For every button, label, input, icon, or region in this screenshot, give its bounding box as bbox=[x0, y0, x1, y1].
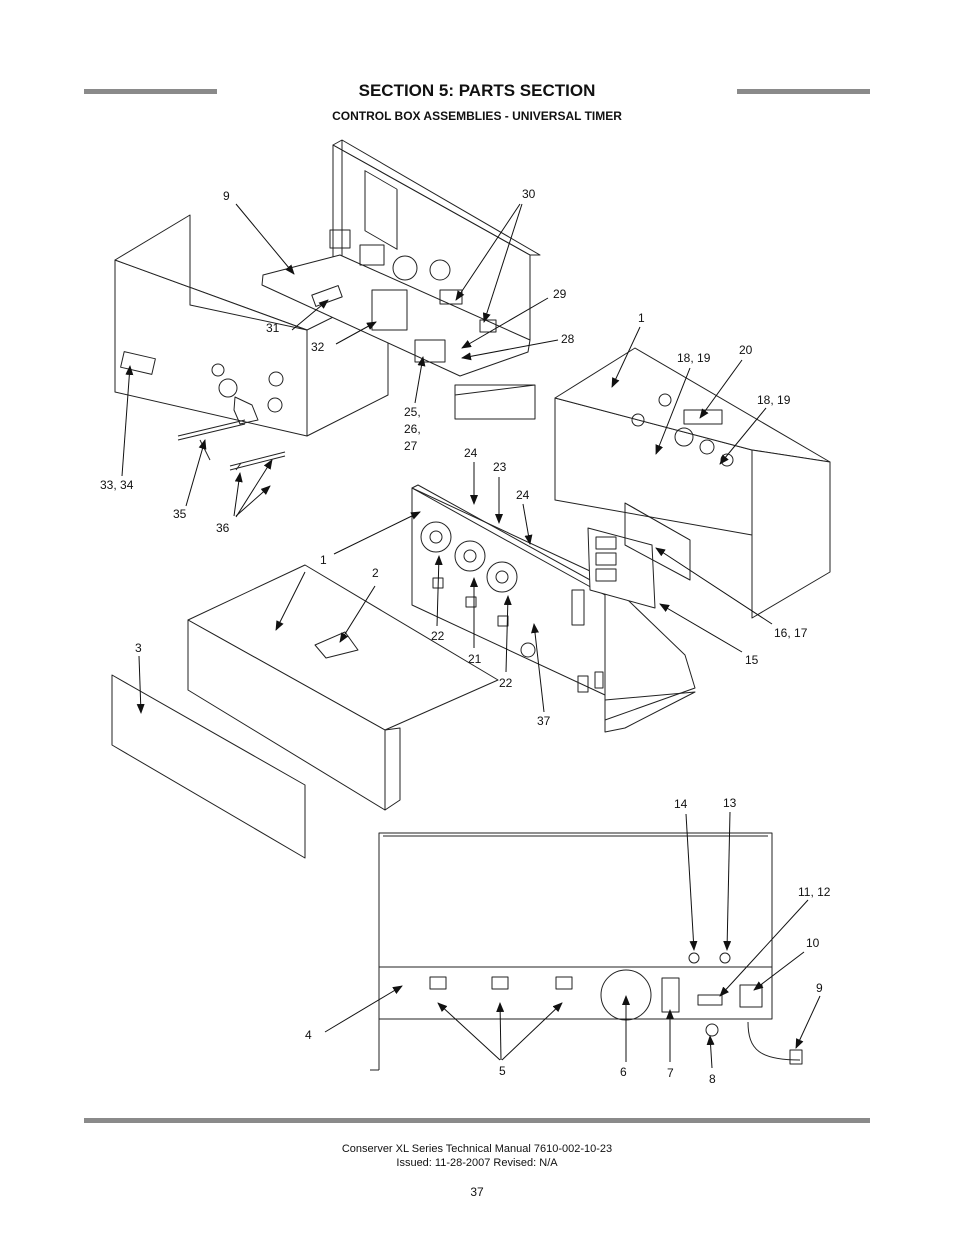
callout-20: 20 bbox=[739, 343, 753, 357]
leader-30b bbox=[482, 203, 523, 323]
callout-3: 3 bbox=[135, 641, 142, 655]
assembled-front-view bbox=[370, 832, 803, 1071]
leader-1819a bbox=[655, 367, 691, 455]
callout-6: 6 bbox=[620, 1065, 627, 1079]
leader-5b bbox=[496, 1002, 505, 1061]
callout-28: 28 bbox=[561, 332, 575, 346]
callout-29: 29 bbox=[553, 287, 567, 301]
callout-8: 8 bbox=[709, 1072, 716, 1086]
callout-23: 23 bbox=[493, 460, 507, 474]
circuit-board bbox=[587, 502, 691, 609]
front-panel bbox=[111, 674, 306, 859]
callout-27: 27 bbox=[404, 439, 418, 453]
leader-3 bbox=[136, 655, 145, 714]
leader-24b bbox=[522, 503, 533, 545]
leader-1112 bbox=[719, 899, 809, 997]
leader-10 bbox=[753, 951, 805, 991]
callout-18-19a: 18, 19 bbox=[677, 351, 711, 365]
front-chassis bbox=[411, 484, 696, 733]
callout-36: 36 bbox=[216, 521, 230, 535]
callout-18-19b: 18, 19 bbox=[757, 393, 791, 407]
callout-9b: 9 bbox=[816, 981, 823, 995]
section-title: SECTION 5: PARTS SECTION bbox=[358, 81, 596, 100]
leader-32 bbox=[335, 321, 377, 345]
callout-25: 25, bbox=[404, 405, 421, 419]
leader-20 bbox=[699, 359, 743, 419]
leader-8 bbox=[706, 1035, 715, 1069]
callout-2: 2 bbox=[372, 566, 379, 580]
callout-21: 21 bbox=[468, 652, 482, 666]
leader-36b bbox=[235, 485, 271, 517]
footer-manual-title: Conserver XL Series Technical Manual 761… bbox=[341, 1143, 613, 1155]
leader-30a bbox=[455, 203, 521, 301]
callout-1a: 1 bbox=[638, 311, 645, 325]
header-rule-left bbox=[84, 89, 217, 94]
leader-13 bbox=[723, 811, 732, 951]
leader-3334 bbox=[121, 365, 134, 477]
callout-24b: 24 bbox=[516, 488, 530, 502]
leader-9a bbox=[235, 203, 295, 275]
footer-issue-date: Issued: 11-28-2007 Revised: N/A bbox=[396, 1157, 558, 1169]
callout-9a: 9 bbox=[223, 189, 230, 203]
leader-35 bbox=[185, 439, 207, 507]
callout-37: 37 bbox=[537, 714, 551, 728]
callout-16-17: 16, 17 bbox=[774, 626, 808, 640]
callout-1b: 1 bbox=[320, 553, 327, 567]
leader-15 bbox=[659, 603, 743, 653]
page-number: 37 bbox=[470, 1185, 484, 1199]
header-rule-right bbox=[737, 89, 870, 94]
leader-1617 bbox=[655, 547, 773, 625]
callout-22a: 22 bbox=[431, 629, 445, 643]
leader-29 bbox=[461, 297, 549, 349]
callout-labels: 9 30 29 28 31 32 25, 26, 27 1 18, 19 20 … bbox=[100, 187, 831, 1086]
callout-33-34: 33, 34 bbox=[100, 478, 134, 492]
leader-25 bbox=[414, 356, 426, 404]
leader-22a bbox=[434, 555, 443, 627]
callout-5: 5 bbox=[499, 1064, 506, 1078]
leader-28 bbox=[461, 339, 559, 361]
leader-1c bbox=[275, 571, 306, 631]
leader-1b bbox=[333, 511, 421, 555]
footer-rule bbox=[84, 1118, 870, 1123]
callout-15: 15 bbox=[745, 653, 759, 667]
leader-22b bbox=[503, 595, 512, 673]
callout-14: 14 bbox=[674, 797, 688, 811]
callout-11-12: 11, 12 bbox=[798, 885, 831, 899]
top-cover bbox=[187, 564, 499, 811]
callout-30: 30 bbox=[522, 187, 536, 201]
leader-5a bbox=[437, 1002, 501, 1061]
screws bbox=[177, 419, 286, 471]
right-side-panel bbox=[554, 347, 831, 619]
leader-1819b bbox=[719, 407, 767, 465]
section-subtitle: CONTROL BOX ASSEMBLIES - UNIVERSAL TIMER bbox=[332, 109, 622, 123]
leader-14 bbox=[685, 813, 698, 951]
callout-32: 32 bbox=[311, 340, 325, 354]
leader-37 bbox=[531, 623, 545, 713]
callout-26: 26, bbox=[404, 422, 421, 436]
leader-lines bbox=[121, 203, 821, 1069]
callout-7: 7 bbox=[667, 1066, 674, 1080]
leader-1a bbox=[611, 326, 641, 388]
callout-24a: 24 bbox=[464, 446, 478, 460]
callout-13: 13 bbox=[723, 796, 737, 810]
callout-35: 35 bbox=[173, 507, 187, 521]
callout-22b: 22 bbox=[499, 676, 513, 690]
leader-36c bbox=[235, 459, 273, 518]
leader-2 bbox=[339, 585, 376, 643]
leader-31 bbox=[291, 299, 329, 331]
leader-4 bbox=[324, 985, 403, 1033]
leader-36a bbox=[233, 472, 243, 517]
leader-9b bbox=[795, 995, 821, 1049]
leader-5c bbox=[501, 1002, 563, 1061]
callout-10: 10 bbox=[806, 936, 820, 950]
callout-4: 4 bbox=[305, 1028, 312, 1042]
callout-31: 31 bbox=[266, 321, 280, 335]
